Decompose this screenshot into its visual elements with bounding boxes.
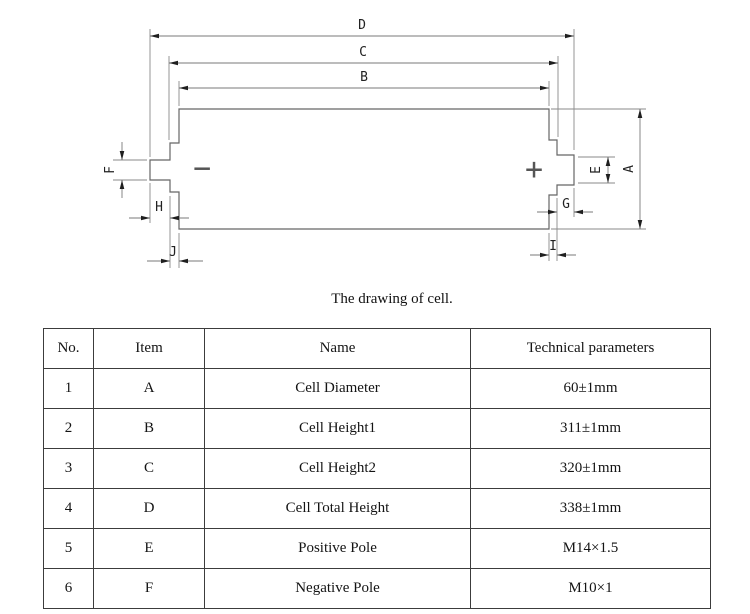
dimension-label-j: J	[169, 245, 177, 260]
cell-value: 60±1mm	[470, 368, 711, 409]
dimension-label-b: B	[360, 70, 368, 85]
table-row: 1 A Cell Diameter 60±1mm	[43, 368, 711, 409]
dimension-label-c: C	[359, 45, 367, 60]
table-header-row: No. Item Name Technical parameters	[43, 328, 711, 369]
cell-no: 5	[43, 528, 94, 569]
cell-name: Negative Pole	[204, 568, 471, 609]
cell-technical-drawing: − + D	[103, 18, 646, 268]
cell-no: 6	[43, 568, 94, 609]
cell-name: Cell Total Height	[204, 488, 471, 529]
cell-name: Cell Height1	[204, 408, 471, 449]
cell-name: Cell Height2	[204, 448, 471, 489]
drawing-caption: The drawing of cell.	[331, 291, 453, 307]
extension-lines	[113, 29, 646, 268]
table-row: 4 D Cell Total Height 338±1mm	[43, 488, 711, 529]
cell-item: D	[93, 488, 205, 529]
dimension-label-e: E	[589, 166, 604, 174]
cell-outline	[149, 108, 575, 230]
cell-no: 2	[43, 408, 94, 449]
table-row: 5 E Positive Pole M14×1.5	[43, 528, 711, 569]
cell-value: 311±1mm	[470, 408, 711, 449]
dimension-label-d: D	[358, 18, 366, 33]
cell-name: Cell Diameter	[204, 368, 471, 409]
dimension-label-g: G	[562, 197, 570, 212]
column-header-parameters: Technical parameters	[470, 328, 711, 369]
cell-value: M10×1	[470, 568, 711, 609]
dimension-label-i: I	[549, 239, 557, 254]
table-row: 2 B Cell Height1 311±1mm	[43, 408, 711, 449]
table-row: 3 C Cell Height2 320±1mm	[43, 448, 711, 489]
cell-no: 3	[43, 448, 94, 489]
column-header-item: Item	[93, 328, 205, 369]
column-header-name: Name	[204, 328, 471, 369]
dimension-label-h: H	[155, 200, 163, 215]
column-header-no: No.	[43, 328, 94, 369]
cell-item: C	[93, 448, 205, 489]
cell-value: 320±1mm	[470, 448, 711, 489]
cell-value: M14×1.5	[470, 528, 711, 569]
cell-no: 1	[43, 368, 94, 409]
spec-table: No. Item Name Technical parameters 1 A C…	[43, 328, 711, 609]
dimension-label-a: A	[622, 165, 637, 173]
positive-terminal-icon: +	[525, 152, 543, 187]
dimension-label-f: F	[103, 166, 118, 174]
cell-no: 4	[43, 488, 94, 529]
cell-item: E	[93, 528, 205, 569]
table-row: 6 F Negative Pole M10×1	[43, 568, 711, 609]
cell-name: Positive Pole	[204, 528, 471, 569]
cell-item: B	[93, 408, 205, 449]
negative-terminal-icon: −	[193, 151, 211, 186]
cell-item: A	[93, 368, 205, 409]
cell-item: F	[93, 568, 205, 609]
cell-value: 338±1mm	[470, 488, 711, 529]
